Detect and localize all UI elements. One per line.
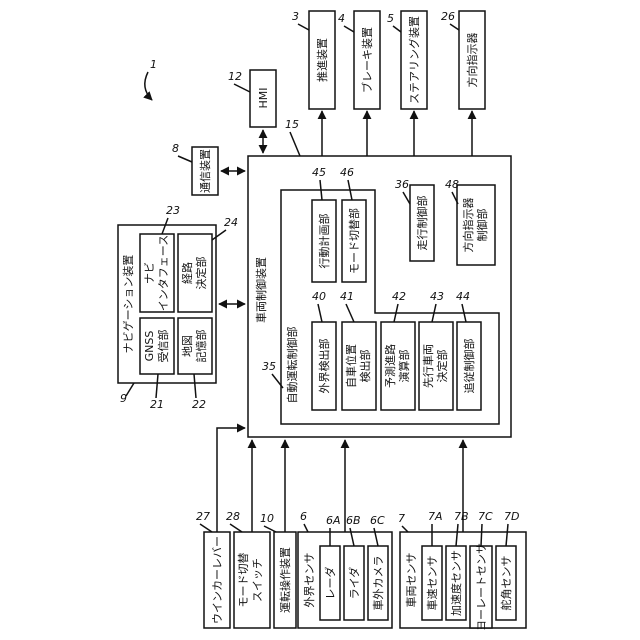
steering-ref: 5 [387,12,394,25]
gnss-ref: 21 [150,398,164,411]
radar-ref: 6A [326,514,341,527]
figure-ref-leader [145,72,152,100]
preceding-label2: 決定部 [435,350,449,383]
speed-label: 車速センサ [425,556,439,611]
self-pos-label1: 自車位置 [344,344,358,388]
comm-device: 通信装置 8 [172,142,218,195]
route-label2: 決定部 [194,257,208,290]
preceding-ref: 43 [430,290,444,303]
dir-control-label2: 制御部 [475,209,489,242]
external-camera: 車外カメラ 6C [368,514,388,620]
steering-label: ステアリング装置 [407,16,421,104]
lidar-ref: 6B [346,514,361,527]
travel-control-label: 走行制御部 [415,196,429,251]
mode-switch: モード切替 スイッチ 28 [226,510,270,628]
follow-ref: 44 [456,290,470,303]
adc-ref: 35 [262,360,276,373]
ext-sensor-label: 外界センサ [303,553,316,608]
navi-interface: ナビ インタフェース 23 [140,204,180,312]
map-label2: 記憶部 [194,330,208,363]
veh-sensor-ref: 7 [398,512,405,525]
camera-ref: 6C [370,514,385,527]
vcu-ref: 15 [285,118,299,131]
hmi-box: HMI 12 [228,70,276,127]
external-detect-label: 外界検出部 [317,339,331,394]
navi-label: ナビゲーション装置 [122,255,135,354]
driving-op-label: 運転操作装置 [278,547,292,613]
navi-if-label2: インタフェース [157,235,170,311]
action-plan-label: 行動計画部 [317,214,331,269]
figure-ref: 1 [150,58,157,71]
driving-op-ref: 10 [260,512,274,525]
vcu-ref-leader [290,132,300,156]
hmi-label: HMI [257,87,270,108]
navi-if-ref: 23 [166,204,180,217]
gnss-label2: 受信部 [156,330,170,363]
rudder-ref: 7D [504,510,519,523]
self-pos-label2: 検出部 [358,350,372,383]
map-storage: 地図 記憶部 22 [178,318,212,411]
route-ref: 24 [224,216,238,229]
rudder-label: 舵角センサ [499,556,513,611]
dir-control-ref: 48 [445,178,459,191]
comm-label: 通信装置 [199,149,212,193]
mode-sw-label2: スイッチ [251,558,264,602]
yaw-ref: 7C [478,510,493,523]
lidar: ライダ 6B [344,514,364,620]
navi-ref: 9 [120,392,127,405]
lidar-label: ライダ [347,567,361,600]
yaw-label: ヨーレートセンサ [475,543,488,631]
hmi-ref: 12 [228,70,242,83]
comm-ref: 8 [172,142,179,155]
route-label1: 経路 [181,262,194,284]
radar-label: レーダ [323,567,337,600]
map-label1: 地図 [181,335,194,357]
external-detect-ref: 40 [312,290,326,303]
winker-lever: ウインカーレバー 27 [196,510,230,628]
winker-ref: 27 [196,510,210,523]
steering-device: ステアリング装置 5 [387,11,427,109]
dir-control-label1: 方向指示器 [461,198,475,253]
direction-indicator: 方向指示器 26 [441,10,485,109]
accel-ref: 7B [454,510,469,523]
propulsion-label: 推進装置 [315,38,329,82]
winker-label: ウインカーレバー [211,536,224,624]
veh-sensor-label: 車両センサ [404,553,418,608]
camera-label: 車外カメラ [371,556,385,611]
brake-ref: 4 [338,12,345,25]
gnss-label1: GNSS [143,331,156,362]
self-pos-ref: 41 [340,290,354,303]
mode-sw-ref: 28 [226,510,240,523]
mode-switch-ref: 46 [340,166,354,179]
action-plan-ref: 45 [312,166,326,179]
travel-control-ref: 36 [395,178,409,191]
map-ref: 22 [192,398,206,411]
navi-if-label1: ナビ [143,262,156,284]
path-predict-label1: 予測進路 [383,344,397,388]
ext-sensor-ref: 6 [300,510,307,523]
brake-label: ブレーキ装置 [360,27,374,93]
gnss-receiver: GNSS 受信部 21 [140,318,174,411]
direction-indicator-label: 方向指示器 [465,33,479,88]
mode-switch-label: モード切替部 [347,208,361,274]
path-predict-ref: 42 [392,290,406,303]
vcu-label: 車両制御装置 [254,257,268,323]
speed-ref: 7A [428,510,443,523]
propulsion-ref: 3 [292,10,299,23]
accel-label: 加速度センサ [449,550,463,616]
follow-label: 追従制御部 [462,339,476,394]
path-predict-label2: 演算部 [397,350,411,383]
adc-label: 自動運転制御部 [285,327,299,404]
mode-sw-label1: モード切替 [236,553,250,608]
direction-indicator-ref: 26 [441,10,455,23]
preceding-label1: 先行車両 [421,344,435,388]
